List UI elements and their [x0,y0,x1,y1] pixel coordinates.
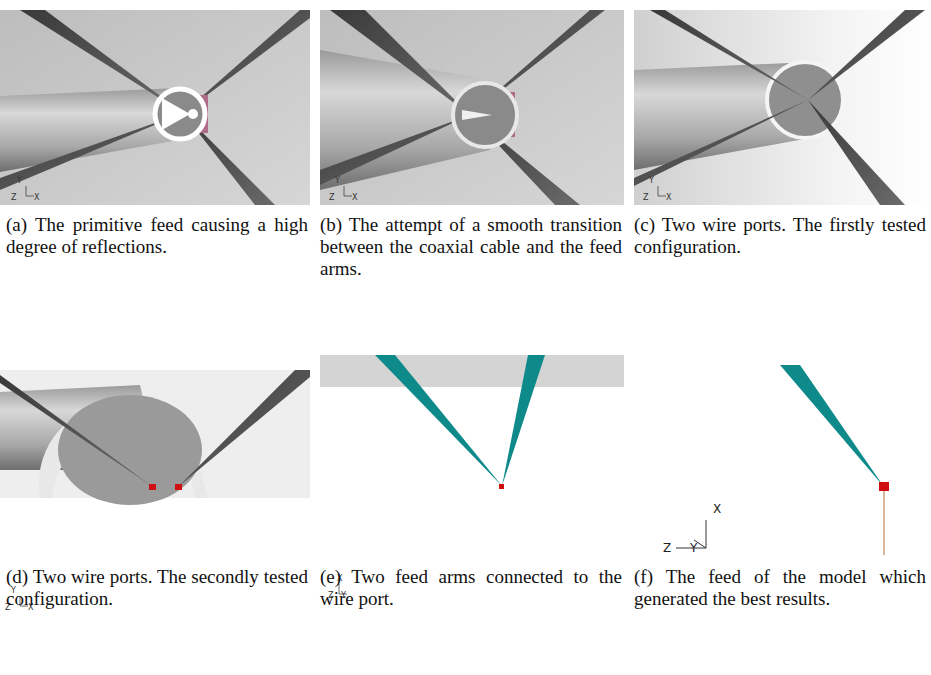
panel-f [676,365,889,555]
panel-b [320,10,624,205]
axis-letter: X [352,193,357,202]
axis-letter: Y [17,176,22,185]
panel-e [320,355,624,594]
panel-a [0,10,310,205]
axis-letter: Y [335,176,340,185]
axis-letter: X [34,193,39,202]
axis-letter: X [666,193,671,202]
subfigure-caption: (e) Two feed arms connected to the wire … [320,566,622,610]
axis-letter: X [713,503,721,516]
subfigure-caption: (c) Two wire ports. The firstly tested c… [634,214,926,258]
axis-letter: Y [690,542,697,555]
subfigure-caption: (b) The attempt of a smooth transition b… [320,214,622,280]
panel-c [634,10,931,205]
subfigure-caption: (f) The feed of the model which generate… [634,566,926,610]
axis-letter: Z [329,193,334,202]
subfigure-caption: (d) Two wire ports. The secondly tested … [6,566,308,610]
subfigure-caption: (a) The primitive feed causing a high de… [6,214,308,258]
axis-letter: Z [663,542,671,555]
axis-letter: Z [643,193,648,202]
axis-letter: Z [11,193,16,202]
axis-letter: Y [649,176,654,185]
